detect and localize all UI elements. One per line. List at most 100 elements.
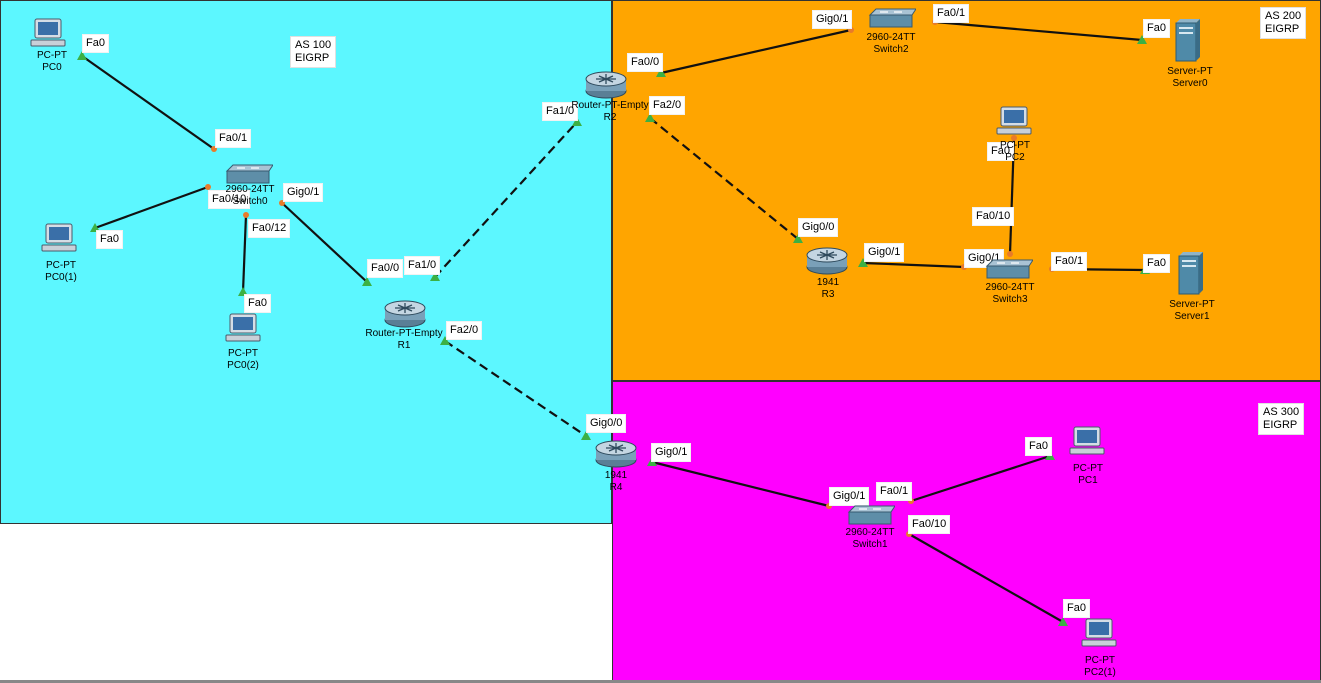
port-marker-r2 — [645, 113, 655, 122]
link-r4-switch1[interactable] — [651, 460, 830, 508]
r3-name-text: R3 — [821, 289, 835, 300]
port-label-r2: Fa1/0 — [542, 102, 579, 121]
as100-note-line1: AS 100 — [295, 39, 332, 51]
port-marker-r1 — [430, 272, 440, 281]
link-switch2-server0[interactable] — [934, 20, 1143, 42]
link-r2-r3[interactable] — [649, 117, 799, 240]
port-label-switch0: Fa0/10 — [208, 190, 251, 209]
r4-model-text: 1941 — [604, 470, 628, 481]
port-label-pc2: Fa0 — [987, 142, 1014, 161]
as200-note[interactable]: AS 200 EIGRP — [1260, 7, 1307, 39]
link-switch1-pc2_1[interactable] — [908, 533, 1064, 623]
port-label-r1: Fa0/0 — [367, 259, 404, 278]
port-label-switch1: Fa0/1 — [876, 482, 913, 501]
port-marker-switch0 — [243, 212, 249, 218]
as300-note-line1: AS 300 — [1263, 406, 1300, 418]
port-label-pc0_1: Fa0 — [96, 230, 123, 249]
port-label-switch3: Fa0/10 — [972, 207, 1015, 226]
pc2_1-pc-icon[interactable] — [1080, 618, 1118, 653]
as100-note[interactable]: AS 100 EIGRP — [290, 36, 337, 68]
as100-zone[interactable] — [0, 0, 612, 524]
as300-note[interactable]: AS 300 EIGRP — [1258, 403, 1305, 435]
port-label-switch1: Gig0/1 — [829, 487, 870, 506]
port-label-switch0: Fa0/1 — [215, 129, 252, 148]
port-label-pc2_1: Fa0 — [1063, 599, 1090, 618]
r1-router-icon[interactable] — [383, 298, 427, 333]
port-label-switch0: Gig0/1 — [283, 183, 324, 202]
r3-router-icon[interactable] — [805, 245, 849, 280]
port-label-r2: Fa0/0 — [627, 53, 664, 72]
link-pc0_1-switch0[interactable] — [94, 185, 209, 230]
pc2_1-model-text: PC-PT — [1085, 655, 1115, 666]
switch1-name-text: Switch1 — [852, 539, 888, 550]
pc0_1-pc-icon[interactable] — [40, 223, 78, 258]
r1-name-text: R1 — [397, 340, 411, 351]
r4-name-text: R4 — [609, 482, 623, 493]
port-label-switch1: Fa0/10 — [908, 515, 951, 534]
port-marker-pc2_1 — [1058, 617, 1068, 626]
port-marker-r2 — [572, 117, 582, 126]
as300-note-line2: EIGRP — [1263, 419, 1298, 431]
port-label-server1: Fa0 — [1143, 254, 1170, 273]
port-label-r4: Gig0/0 — [586, 414, 627, 433]
link-r2-switch2[interactable] — [660, 28, 852, 75]
switch2-model-text: 2960-24TT — [866, 32, 916, 43]
as100-note-line2: EIGRP — [295, 52, 330, 64]
server0-server-icon[interactable] — [1172, 17, 1202, 68]
pc0_1-name-text: PC0(1) — [45, 272, 77, 283]
pc0-pc-icon[interactable] — [29, 18, 67, 53]
pc0_2-pc-icon[interactable] — [224, 313, 262, 348]
link-switch1-pc1[interactable] — [910, 454, 1051, 503]
r1-model-text: Router-PT-Empty — [365, 328, 443, 339]
link-r1-r4[interactable] — [444, 340, 587, 437]
server1-model-text: Server-PT — [1169, 299, 1215, 310]
pc2-pc-icon[interactable] — [995, 106, 1033, 141]
port-label-switch2: Fa0/1 — [933, 4, 970, 23]
server0-model-text: Server-PT — [1167, 66, 1213, 77]
switch3-switch-icon[interactable] — [983, 258, 1034, 285]
port-marker-r2 — [656, 68, 666, 77]
pc2-model-text: PC-PT — [1000, 140, 1030, 151]
link-r1-r2[interactable] — [434, 121, 578, 278]
server1-name-text: Server1 — [1174, 311, 1210, 322]
pc0_2-model-text: PC-PT — [228, 348, 258, 359]
link-r3-switch3[interactable] — [862, 261, 965, 269]
switch2-switch-icon[interactable] — [866, 7, 917, 34]
server0-name-text: Server0 — [1172, 78, 1208, 89]
link-switch0-r1[interactable] — [281, 202, 368, 283]
server1-server-icon[interactable] — [1175, 250, 1205, 301]
r2-router-icon[interactable] — [584, 69, 628, 104]
switch0-switch-icon[interactable] — [223, 163, 274, 190]
pc1-pc-icon[interactable] — [1068, 426, 1106, 461]
port-marker-pc2 — [1011, 135, 1017, 141]
link-pc0-switch0[interactable] — [81, 55, 215, 150]
switch0-name-text: Switch0 — [232, 196, 268, 207]
port-marker-r1 — [362, 277, 372, 286]
r2-model-text: Router-PT-Empty — [571, 100, 649, 111]
link-pc0_2-switch0[interactable] — [241, 214, 248, 293]
port-marker-r3 — [793, 234, 803, 243]
port-marker-switch0 — [205, 184, 211, 190]
as200-note-line1: AS 200 — [1265, 10, 1302, 22]
switch3-name-text: Switch3 — [992, 294, 1028, 305]
as200-zone[interactable] — [612, 0, 1321, 381]
switch1-switch-icon[interactable] — [845, 504, 896, 531]
pc1-name-text: PC1 — [1078, 475, 1098, 486]
pc0_2-name-text: PC0(2) — [227, 360, 259, 371]
port-marker-r3 — [858, 258, 868, 267]
port-label-r2: Fa2/0 — [649, 96, 686, 115]
r4-router-icon[interactable] — [594, 438, 638, 473]
port-label-server0: Fa0 — [1143, 19, 1170, 38]
